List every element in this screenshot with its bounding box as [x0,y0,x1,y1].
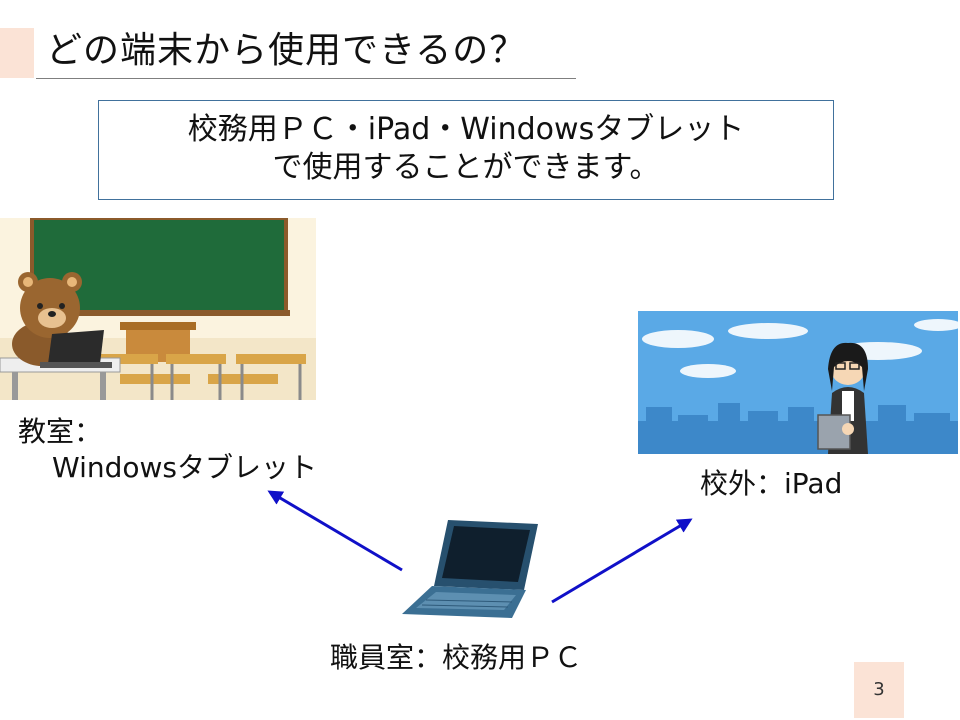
classroom-illustration [0,218,316,400]
outside-label: 校外：iPad [700,467,843,500]
laptop-icon [402,520,538,618]
outside-illustration [638,311,958,454]
classroom-label: 教室： [18,415,103,448]
classroom-device-label: Windowsタブレット [52,451,317,484]
title-accent-block [0,28,34,78]
slide-title: どの端末から使用できるの？ [46,30,527,71]
page-number: 3 [854,662,904,718]
staffroom-label: 職員室：校務用ＰＣ [330,641,583,674]
arrow-to-classroom [267,490,403,572]
title-underline [36,78,576,79]
callout-line-2: で使用することができます。 [272,150,660,185]
callout-box: 校務用ＰＣ・iPad・Windowsタブレット で使用することができます。 [98,100,834,200]
callout-line-1: 校務用ＰＣ・iPad・Windowsタブレット [187,112,745,147]
arrow-to-outside [551,518,693,604]
